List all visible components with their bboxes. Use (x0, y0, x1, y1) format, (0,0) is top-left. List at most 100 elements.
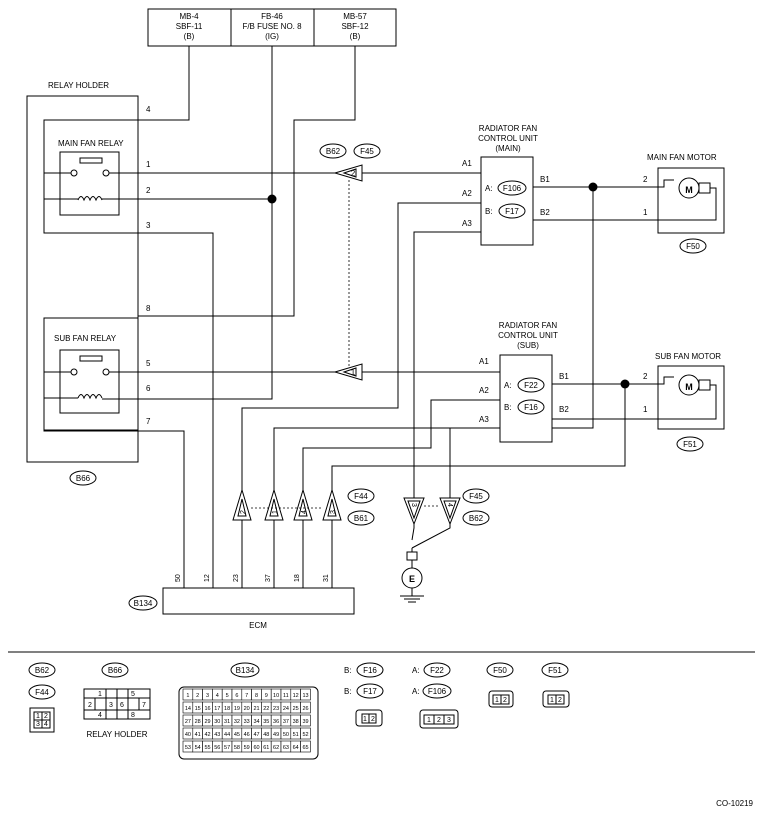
sub-unit-conn-a: F22 (524, 381, 538, 390)
main-unit-title-2: CONTROL UNIT (478, 134, 538, 143)
wires (43, 46, 658, 588)
b134-pin-label: 20 (244, 706, 250, 712)
f45-b62-connector-lower: 3 4 F45 B62 (403, 488, 490, 526)
sub-unit-pin-b2: B2 (559, 405, 569, 414)
f44-pin-2: 2 (240, 510, 247, 514)
b134-pin-label: 62 (273, 745, 279, 751)
b134-pin-label: 16 (204, 706, 210, 712)
b134-pin-label: 4 (216, 693, 219, 699)
main-unit-pin-b1: B1 (540, 175, 550, 184)
legend-f22-prefix: A: (412, 666, 420, 675)
legend-b66-pin-5: 5 (131, 691, 135, 698)
b134-pin-label: 32 (234, 719, 240, 725)
b134-pin-label: 2 (196, 693, 199, 699)
fuse-2-line2: F/B FUSE NO. 8 (242, 22, 302, 31)
b134-pin-label: 55 (204, 745, 210, 751)
b134-pin-label: 34 (253, 719, 259, 725)
ecm-pin-12: 12 (204, 574, 211, 582)
legend-f22-pin-2: 2 (437, 717, 441, 724)
b134-pin-label: 17 (214, 706, 220, 712)
relay-pin-4: 4 (146, 105, 151, 114)
connector-arrow-2 (333, 164, 363, 182)
b134-pin-label: 61 (263, 745, 269, 751)
b134-pin-label: 23 (273, 706, 279, 712)
b134-pin-label: 8 (255, 693, 258, 699)
legend-b66-pin-4: 4 (98, 712, 102, 719)
main-unit-title-1: RADIATOR FAN (479, 124, 538, 133)
b134-pin-label: 24 (283, 706, 289, 712)
b134-pin-label: 15 (195, 706, 201, 712)
main-motor-pin-2: 2 (643, 175, 648, 184)
main-unit-pin-a1: A1 (462, 159, 472, 168)
fuse-3-line1: MB-57 (343, 12, 367, 21)
legend-f22-pin-1: 1 (427, 717, 431, 724)
b134-pin-label: 10 (273, 693, 279, 699)
b134-pin-label: 7 (245, 693, 248, 699)
sub-fan-motor: SUB FAN MOTOR 2 1 M F51 (643, 352, 725, 452)
b134-pin-label: 37 (283, 719, 289, 725)
b134-pin-label: 40 (185, 732, 191, 738)
b134-pin-label: 33 (244, 719, 250, 725)
b134-pin-label: 28 (195, 719, 201, 725)
b134-pin-label: 44 (224, 732, 230, 738)
b134-pin-label: 51 (293, 732, 299, 738)
b134-pin-label: 57 (224, 745, 230, 751)
b134-pin-cell (300, 701, 311, 714)
b134-pin-label: 36 (273, 719, 279, 725)
b134-pin-label: 29 (204, 719, 210, 725)
b134-pin-label: 53 (185, 745, 191, 751)
legend-f16-prefix: B: (344, 666, 352, 675)
sub-unit-pin-a3: A3 (479, 415, 489, 424)
b134-pin-label: 12 (293, 693, 299, 699)
b134-pin-label: 63 (283, 745, 289, 751)
b134-pin-label: 54 (195, 745, 201, 751)
legend-f106-prefix: A: (412, 687, 420, 696)
b134-pin-label: 1 (186, 693, 189, 699)
b134-pin-label: 46 (244, 732, 250, 738)
f45-lower-label: F45 (469, 492, 483, 501)
legend-2x2-pin-2: 2 (44, 713, 48, 720)
footer-code: CO-10219 (716, 799, 753, 808)
ecm-pin-37: 37 (265, 574, 272, 582)
legend-f22: F22 (430, 666, 444, 675)
b134-pin-cell (300, 727, 311, 740)
b134-pin-label: 58 (234, 745, 240, 751)
ecm-pin-31: 31 (323, 574, 330, 582)
relay-pin-2: 2 (146, 186, 151, 195)
main-unit-prefix-b: B: (485, 207, 493, 216)
connector-arrow-1 (333, 363, 363, 381)
b134-pin-label: 50 (283, 732, 289, 738)
fuse-1-line3: (B) (184, 32, 195, 41)
legend-b66-pin-3: 3 (109, 702, 113, 709)
b134-pin-label: 60 (253, 745, 259, 751)
ecm-label: ECM (249, 621, 267, 630)
b134-pin-label: 39 (302, 719, 308, 725)
b134-pin-label: 25 (293, 706, 299, 712)
legend-b66-pin-7: 7 (142, 702, 146, 709)
main-motor-connector: F50 (686, 242, 700, 251)
legend-b66-pin-1: 1 (98, 691, 102, 698)
ground-symbol: E (400, 548, 424, 603)
relay-pin-1: 1 (146, 160, 151, 169)
b134-pin-label: 41 (195, 732, 201, 738)
legend-f51-pin-2: 2 (558, 697, 562, 704)
legend-2x2-pin-3: 3 (36, 721, 40, 728)
connector-pin-1: 1 (351, 368, 356, 377)
sub-motor-title: SUB FAN MOTOR (655, 352, 721, 361)
legend-b134: B134 (236, 666, 255, 675)
main-unit-title-3: (MAIN) (495, 144, 521, 153)
b66-connector-label: B66 (76, 474, 91, 483)
legend-f50-pin-1: 1 (495, 697, 499, 704)
b134-pin-label: 18 (224, 706, 230, 712)
fuse-2-line3: (IG) (265, 32, 279, 41)
b134-pin-label: 52 (302, 732, 308, 738)
b62-lower-label: B62 (469, 514, 484, 523)
b134-pin-label: 21 (253, 706, 259, 712)
main-unit-conn-b: F17 (505, 207, 519, 216)
sub-unit-pin-a1: A1 (479, 357, 489, 366)
legend-f106: F106 (428, 687, 447, 696)
relay-pin-5: 5 (146, 359, 151, 368)
legend-f17: F17 (363, 687, 377, 696)
sub-motor-connector: F51 (683, 440, 697, 449)
